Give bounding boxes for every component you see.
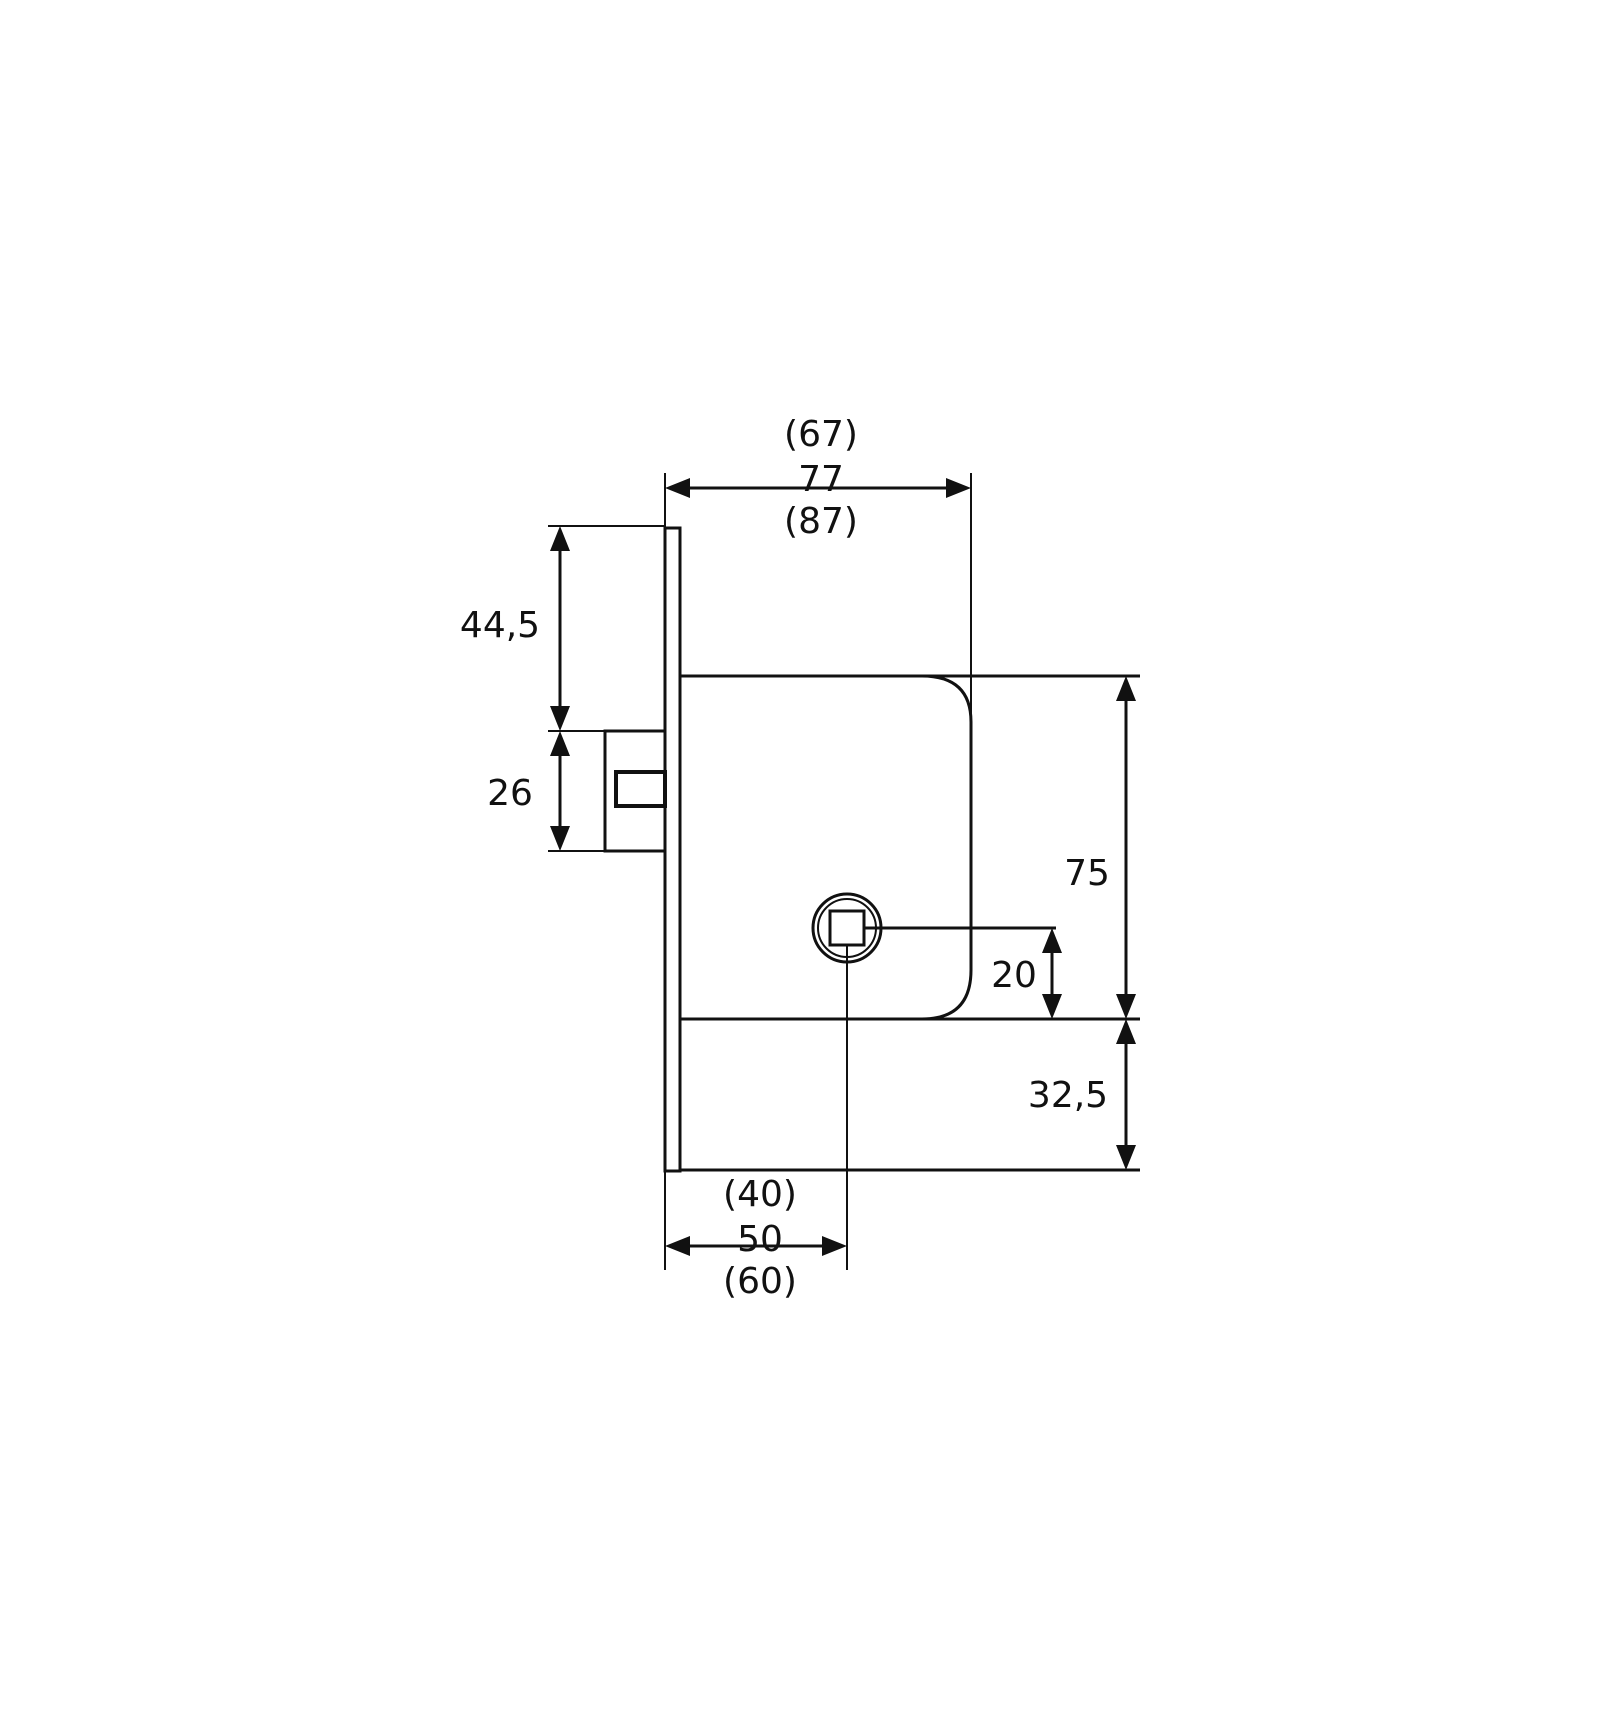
upper-offset-label: 44,5 — [460, 605, 540, 646]
bolt-height-label: 26 — [487, 773, 533, 814]
top-width-main-label: 77 — [798, 459, 844, 500]
backset-alt-lower-label: (60) — [723, 1261, 797, 1302]
top-width-alt-upper-label: (67) — [784, 414, 858, 455]
top-width-alt-lower-label: (87) — [784, 501, 858, 542]
lock-case — [680, 674, 973, 1021]
backset-alt-upper-label: (40) — [723, 1174, 797, 1215]
faceplate — [663, 526, 682, 1173]
spindle-offset-label: 20 — [991, 955, 1037, 996]
backset-main-label: 50 — [737, 1219, 783, 1260]
backset-dimension: (40) 50 (60) — [665, 1174, 847, 1302]
bolt-height-dimension: 26 — [487, 731, 570, 851]
case-height-dimension: 75 — [1064, 676, 1136, 1019]
lower-offset-dimension: 32,5 — [1028, 1019, 1136, 1170]
top-width-dimension: (67) 77 (87) — [665, 414, 971, 542]
spindle-offset-dimension: 20 — [991, 928, 1062, 1019]
extension-lines — [548, 473, 1140, 1270]
upper-offset-dimension: 44,5 — [460, 526, 570, 731]
latch-bolt — [603, 729, 667, 853]
case-height-label: 75 — [1064, 853, 1110, 894]
lower-offset-label: 32,5 — [1028, 1075, 1108, 1116]
